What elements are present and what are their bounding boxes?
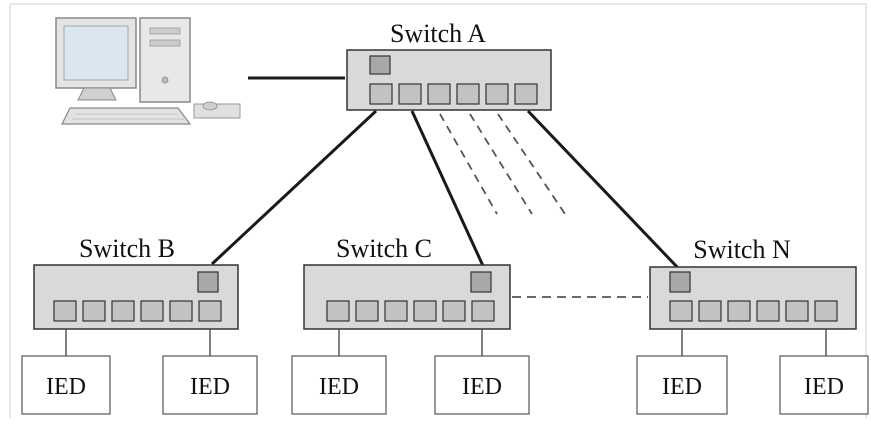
switch-n-ports-port-3 — [727, 300, 751, 322]
switch-c-ports-port-4 — [413, 300, 437, 322]
switch-a-uplink-port — [369, 55, 391, 75]
switch-b-ports-port-5 — [169, 300, 193, 322]
switch-b-ports-port-2 — [82, 300, 106, 322]
switch-n-ports-port-1 — [669, 300, 693, 322]
ied-2: IED — [162, 355, 258, 415]
switch-a: Switch A — [346, 19, 552, 111]
switch-b-ports-port-4 — [140, 300, 164, 322]
switch-a-ports — [369, 83, 538, 105]
diagram-frame — [9, 3, 867, 418]
ied-connectors — [65, 329, 827, 356]
dashed-link-3 — [497, 113, 566, 215]
switch-c-ports-port-3 — [384, 300, 408, 322]
network-links — [210, 76, 682, 298]
switch-a-ports-port-1 — [369, 83, 393, 105]
ied-4-label: IED — [462, 374, 502, 400]
switch-a-label: Switch A — [390, 19, 486, 48]
ied-6: IED — [779, 355, 869, 415]
switch-c-ports-port-1 — [326, 300, 350, 322]
switch-b-ports-port-1 — [53, 300, 77, 322]
ied-5: IED — [636, 355, 728, 415]
switch-b: Switch B — [33, 234, 239, 330]
link-switch-a-switch-n — [526, 109, 682, 272]
switch-c: Switch C — [303, 234, 511, 330]
link-switch-a-switch-b — [210, 109, 378, 266]
switch-c-label: Switch C — [336, 234, 432, 263]
switch-n-ports-port-2 — [698, 300, 722, 322]
switch-b-uplink-port — [197, 271, 219, 293]
switch-b-ports-port-6 — [198, 300, 222, 322]
switch-a-ports-port-6 — [514, 83, 538, 105]
ied-3-label: IED — [319, 374, 359, 400]
ied-1: IED — [21, 355, 111, 415]
switch-b-ports-port-3 — [111, 300, 135, 322]
switch-c-ports — [326, 300, 495, 322]
link-switch-a-switch-c — [410, 110, 486, 269]
ied-2-label: IED — [190, 374, 230, 400]
switch-b-ports — [53, 300, 222, 322]
switch-n-ports-port-5 — [785, 300, 809, 322]
switch-a-ports-port-4 — [456, 83, 480, 105]
switch-n-ports — [669, 300, 838, 322]
switch-n-label: Switch N — [693, 235, 791, 264]
switch-n: Switch N — [649, 235, 857, 330]
desktop-computer-icon — [55, 17, 241, 125]
switch-a-ports-port-3 — [427, 83, 451, 105]
ied-boxes: IED IED IED IED IED IED — [21, 355, 869, 415]
ied-3: IED — [291, 355, 387, 415]
dashed-link-2 — [469, 113, 533, 215]
switch-n-ports-port-6 — [814, 300, 838, 322]
ied-5-label: IED — [662, 374, 702, 400]
switch-a-ports-port-5 — [485, 83, 509, 105]
ied-1-label: IED — [46, 374, 86, 400]
switch-n-uplink-port — [669, 271, 691, 293]
dashed-link-1 — [439, 113, 498, 215]
switch-c-ports-port-2 — [355, 300, 379, 322]
ied-4: IED — [434, 355, 530, 415]
switch-c-ports-port-6 — [471, 300, 495, 322]
switch-c-ports-port-5 — [442, 300, 466, 322]
switch-n-ports-port-4 — [756, 300, 780, 322]
ied-6-label: IED — [804, 374, 844, 400]
switch-a-ports-port-2 — [398, 83, 422, 105]
switch-b-label: Switch B — [79, 234, 175, 263]
switch-c-uplink-port — [470, 271, 492, 293]
